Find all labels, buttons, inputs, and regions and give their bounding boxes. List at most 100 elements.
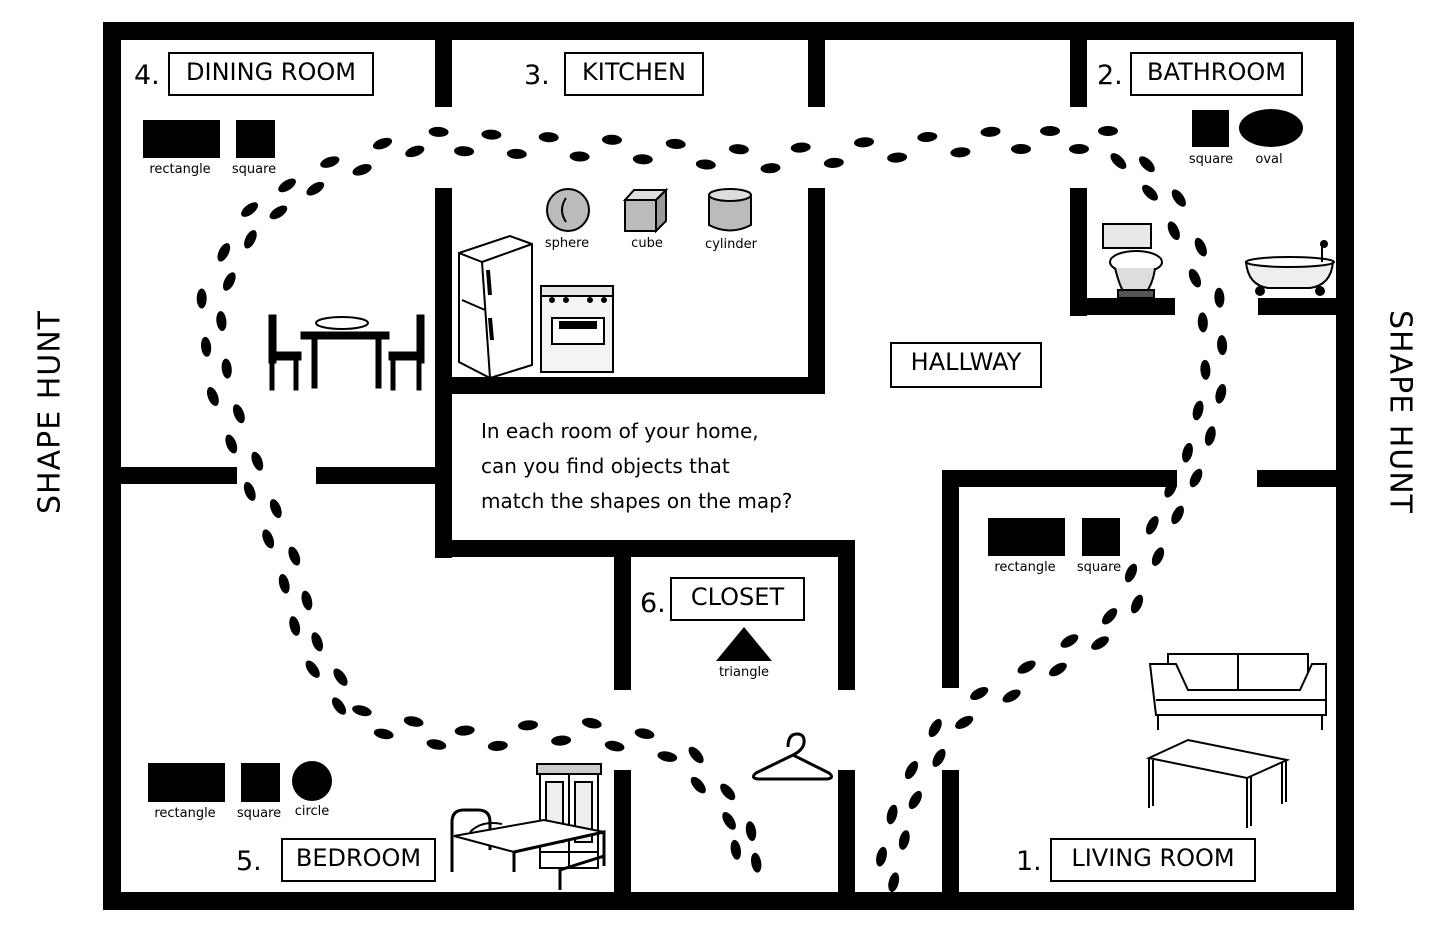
footprint [305, 660, 320, 678]
shape-rectangle [988, 518, 1065, 556]
footprint [745, 821, 757, 841]
footprint [904, 761, 919, 780]
footprint [602, 134, 622, 145]
footprint [225, 434, 238, 454]
footprint [581, 717, 602, 729]
footprint [886, 804, 898, 825]
footprint [373, 728, 394, 740]
footprint [720, 783, 736, 801]
footprint [728, 144, 749, 155]
footprint [551, 735, 572, 746]
room-label-dining: DINING ROOM [168, 52, 374, 96]
footprint [306, 181, 325, 196]
footprint [1110, 153, 1127, 170]
footprint [1194, 237, 1207, 257]
room-label-hallway: HALLWAY [890, 342, 1042, 388]
instructions-line: can you find objects that [481, 454, 730, 478]
footprint [887, 152, 908, 163]
footprint [1138, 156, 1155, 173]
footprint [1200, 359, 1211, 380]
footprint [760, 163, 781, 174]
footprint [1145, 516, 1159, 535]
footprint [950, 147, 971, 158]
footprint [955, 715, 974, 729]
footprint [538, 132, 559, 143]
room-number-living: 1. [1016, 846, 1042, 877]
footprint-trail [196, 126, 1228, 892]
footprint [665, 138, 686, 149]
footprint [206, 387, 219, 406]
footprint [244, 230, 257, 249]
shape-caption: square [1188, 152, 1234, 167]
footprint [518, 720, 538, 731]
footprint [311, 632, 324, 652]
footprint [428, 126, 449, 137]
footprint [730, 839, 742, 860]
shape-triangle [716, 627, 772, 661]
footprint [1011, 144, 1031, 154]
wardrobe-icon [536, 763, 602, 869]
footprint [352, 705, 372, 717]
footprint [487, 740, 508, 751]
side-title-right: SHAPE HUNT [1382, 310, 1418, 514]
shape-caption: rectangle [994, 560, 1056, 575]
footprint [1215, 384, 1227, 404]
shape-caption: square [231, 162, 277, 177]
footprint [750, 852, 762, 873]
footprint [1171, 505, 1184, 525]
footprint [932, 748, 946, 767]
instructions-text: In each room of your home, can you find … [481, 414, 831, 519]
shape-square [1192, 110, 1229, 147]
footprint [1098, 126, 1118, 136]
footprint [876, 846, 887, 867]
footprint [898, 830, 910, 850]
footprint [454, 725, 475, 736]
stove-icon [540, 285, 614, 373]
footprint [1142, 184, 1158, 201]
room-label-bedroom: BEDROOM [281, 838, 436, 882]
shape-caption: sphere [544, 236, 590, 251]
footprint [1182, 442, 1193, 463]
bed-icon [450, 808, 606, 890]
footprint [690, 776, 706, 794]
footprint [1192, 400, 1204, 421]
footprint [331, 697, 347, 715]
footprint [289, 616, 301, 636]
footprint [1189, 468, 1203, 488]
footprint [888, 872, 900, 892]
footprint [262, 529, 275, 549]
shape-cylinder [708, 188, 752, 232]
shape-caption: circle [294, 804, 330, 819]
footprint [426, 739, 447, 750]
footprint [695, 159, 716, 170]
shape-caption: cylinder [705, 237, 757, 252]
room-label-living: LIVING ROOM [1050, 838, 1256, 882]
footprint [980, 126, 1001, 137]
footprint [688, 746, 704, 764]
room-label-kitchen: KITCHEN [564, 52, 704, 96]
footprint [632, 154, 653, 165]
footprint [1040, 126, 1060, 136]
footprint [1151, 547, 1165, 566]
footprint [1069, 144, 1089, 154]
refrigerator-icon [458, 234, 533, 380]
shape-oval [1239, 109, 1303, 147]
dining-table-icon [268, 314, 425, 391]
footprint [269, 205, 288, 220]
room-label-closet: CLOSET [670, 577, 805, 621]
footprint [320, 156, 340, 168]
footprint [1217, 335, 1228, 356]
footprint [1017, 660, 1036, 674]
footprint [970, 686, 989, 701]
room-label-bathroom: BATHROOM [1130, 52, 1303, 96]
footprint [333, 668, 348, 686]
footprint [222, 272, 236, 291]
footprint [1060, 634, 1079, 648]
footprint [1130, 594, 1144, 614]
room-number-kitchen: 3. [524, 60, 550, 91]
footprint [1188, 268, 1202, 288]
footprint [1167, 221, 1180, 241]
footprint [1049, 662, 1067, 677]
footprint [196, 288, 207, 309]
